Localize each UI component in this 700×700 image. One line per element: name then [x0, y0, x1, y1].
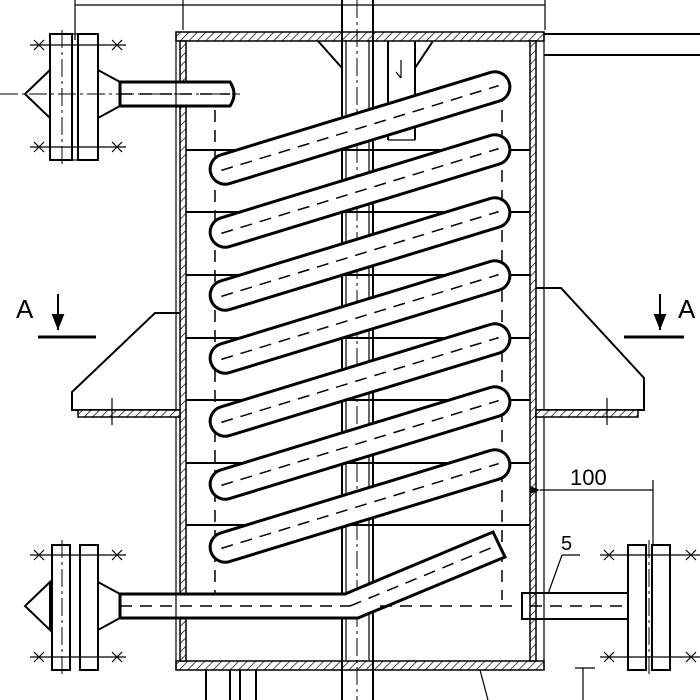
coil-turn — [208, 133, 512, 249]
section-marker-left: A — [16, 294, 96, 339]
coil-turn — [208, 259, 512, 375]
top-right-outlet — [544, 33, 700, 56]
helical-coil — [208, 70, 512, 564]
flange-bottom-right — [600, 540, 700, 675]
coil-turn — [208, 322, 512, 438]
dimension-100: 100 — [530, 465, 654, 545]
support-lug-left — [71, 312, 181, 425]
coil-turn — [208, 385, 512, 501]
coil-turn — [208, 196, 512, 312]
vessel-bottom-plate — [175, 660, 545, 671]
coil-turn — [208, 448, 512, 564]
section-label-right: A — [678, 294, 696, 324]
vessel-top-plate — [175, 31, 545, 42]
section-marker-right: A — [624, 294, 696, 339]
flange-bottom-left — [23, 540, 126, 675]
dimension-100-label: 100 — [570, 465, 607, 490]
vessel-left-wall — [179, 40, 187, 662]
part-label-5-text: 5 — [561, 533, 572, 555]
top-dimension — [74, 0, 546, 40]
coil-turn — [208, 70, 512, 186]
flange-top-left — [0, 30, 240, 165]
support-lug-right — [535, 287, 645, 425]
part-label-5: 5 — [547, 533, 580, 595]
bottom-drain — [205, 667, 595, 700]
vessel-right-wall — [529, 40, 537, 662]
section-label-left: A — [16, 294, 34, 324]
right-nozzle — [521, 592, 629, 620]
